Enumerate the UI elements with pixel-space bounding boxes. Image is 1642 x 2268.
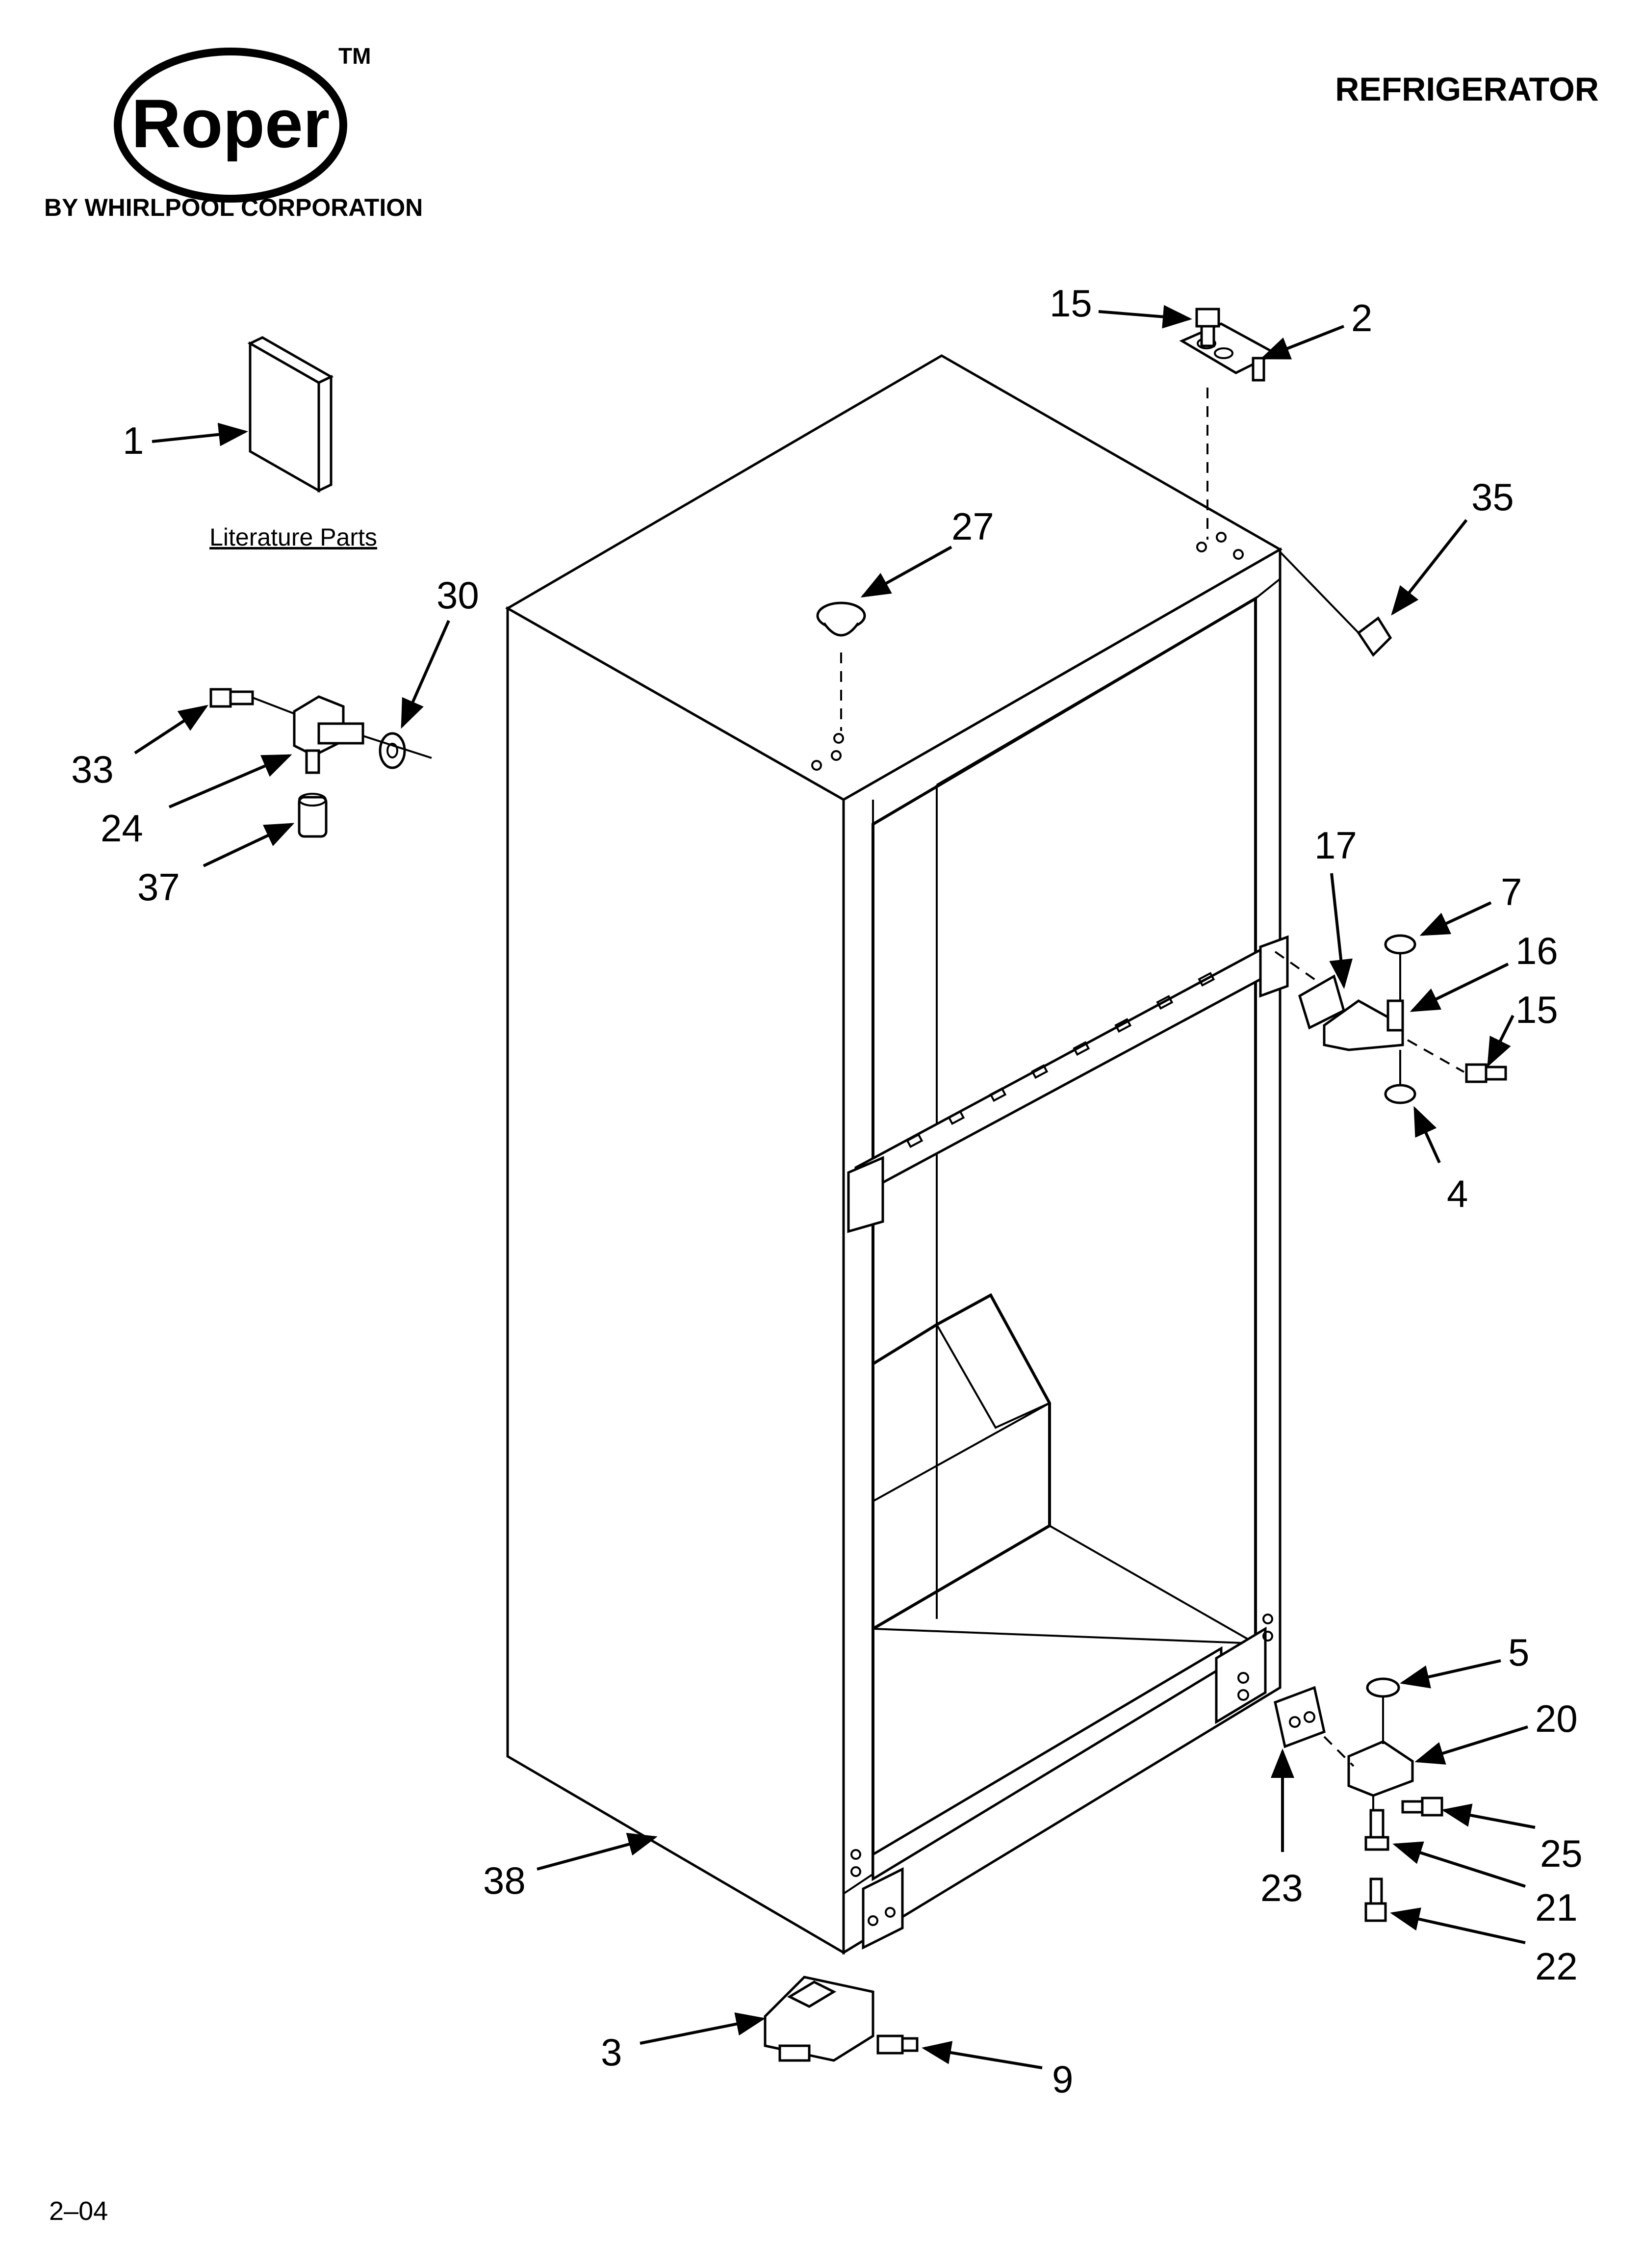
callout-15-top: 15 <box>1050 282 1092 325</box>
callout-4: 4 <box>1447 1172 1468 1215</box>
door-stop-assembly <box>209 688 432 838</box>
brand-name: Roper <box>131 85 330 162</box>
callout-37: 37 <box>137 865 180 909</box>
literature-part <box>247 336 334 493</box>
center-hinge-assembly <box>1274 934 1507 1104</box>
trademark: TM <box>338 43 371 69</box>
callout-leaders <box>134 305 1536 2069</box>
refrigerator-cabinet <box>505 354 1289 1955</box>
screw-part <box>1195 308 1220 347</box>
callout-33: 33 <box>71 748 114 791</box>
roper-logo: Roper TM <box>114 43 371 203</box>
callout-23: 23 <box>1260 1866 1303 1909</box>
callout-9: 9 <box>1052 2058 1073 2101</box>
callout-38: 38 <box>483 1859 526 1902</box>
plug-part <box>816 601 866 731</box>
callout-27: 27 <box>951 505 994 548</box>
page-title: REFRIGERATOR <box>1335 71 1599 108</box>
bottom-hinge-assembly <box>1274 1677 1443 1922</box>
literature-label: Literature Parts <box>209 523 377 551</box>
callout-17: 17 <box>1314 824 1357 867</box>
callout-20: 20 <box>1535 1697 1578 1740</box>
callout-15-center: 15 <box>1515 988 1558 1031</box>
callout-30: 30 <box>436 574 479 617</box>
callout-1: 1 <box>123 419 144 462</box>
callout-5: 5 <box>1508 1631 1529 1674</box>
callout-3: 3 <box>601 2031 622 2074</box>
leveler-assembly <box>764 1976 919 2062</box>
rail-slots <box>906 972 1215 1148</box>
byline: BY WHIRLPOOL CORPORATION <box>44 194 423 221</box>
callout-22: 22 <box>1535 1945 1578 1988</box>
callout-7: 7 <box>1501 870 1522 913</box>
callout-2: 2 <box>1351 296 1372 339</box>
callout-25: 25 <box>1540 1832 1583 1875</box>
date-code: 2–04 <box>49 2196 108 2226</box>
callout-21: 21 <box>1535 1886 1578 1929</box>
callout-35: 35 <box>1471 475 1514 519</box>
hinge-cover-part <box>1279 551 1392 657</box>
callout-24: 24 <box>101 807 143 850</box>
callout-16: 16 <box>1515 929 1558 972</box>
